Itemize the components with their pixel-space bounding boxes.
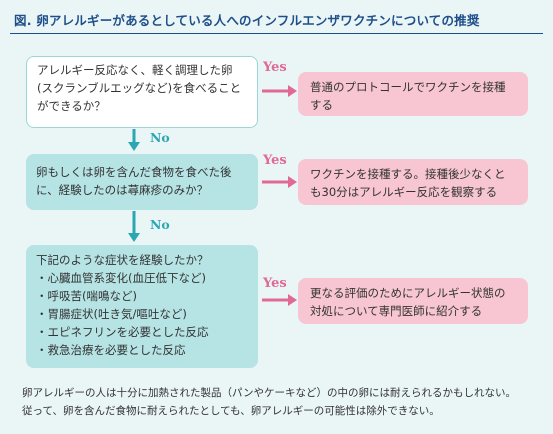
no-label-2: No: [150, 217, 170, 232]
symptom-item: 心臓血管系変化(血圧低下など): [36, 269, 248, 287]
symptom-list: 心臓血管系変化(血圧低下など) 呼吸苦(喘鳴など) 胃腸症状(吐き気/嘔吐など)…: [36, 269, 248, 359]
yes-arrow-3: [262, 294, 297, 306]
symptom-item: 救急治療を必要とした反応: [36, 341, 248, 359]
question-box-2: 卵もしくは卵を含んだ食物を食べた後に、経験したのは蕁麻疹のみか？: [26, 154, 258, 210]
title-divider: [10, 33, 543, 34]
symptom-item: エピネフリンを必要とした反応: [36, 323, 248, 341]
footnote-line-1: 卵アレルギーの人は十分に加熱された製品（パンやケーキなど）の中の卵には耐えられる…: [22, 387, 517, 399]
question-3-intro: 下記のような症状を経験したか？: [36, 253, 209, 267]
symptom-item: 呼吸苦(喘鳴など): [36, 287, 248, 305]
question-box-1: アレルギー反応なく、軽く調理した卵(スクランブルエッグなど)を食べることができる…: [26, 56, 258, 128]
yes-label-2: Yes: [263, 153, 287, 168]
yes-label-3: Yes: [263, 276, 287, 291]
yes-label-1: Yes: [263, 60, 287, 75]
symptom-item: 胃腸症状(吐き気/嘔吐など): [36, 305, 248, 323]
diagram-title: 図. 卵アレルギーがあるとしている人へのインフルエンザワクチンについての推奨: [14, 13, 480, 28]
yes-arrow-2: [262, 176, 297, 188]
no-label-1: No: [150, 130, 170, 145]
no-arrow-1: [128, 129, 140, 151]
answer-box-2: ワクチンを接種する。接種後少なくとも30分はアレルギー反応を観察する: [298, 159, 528, 205]
answer-box-1: 普通のプロトコールでワクチンを接種する: [298, 72, 528, 116]
no-arrow-2: [128, 211, 140, 242]
footnote: 卵アレルギーの人は十分に加熱された製品（パンやケーキなど）の中の卵には耐えられる…: [22, 384, 547, 420]
question-box-3: 下記のような症状を経験したか？ 心臓血管系変化(血圧低下など) 呼吸苦(喘鳴など…: [26, 245, 258, 368]
answer-box-3: 更なる評価のためにアレルギー状態の対処について専門医師に紹介する: [298, 278, 528, 324]
footnote-line-2: 従って、卵を含んだ食物に耐えられたとしても、卵アレルギーの可能性は除外できない。: [22, 405, 440, 417]
yes-arrow-1: [262, 85, 297, 97]
